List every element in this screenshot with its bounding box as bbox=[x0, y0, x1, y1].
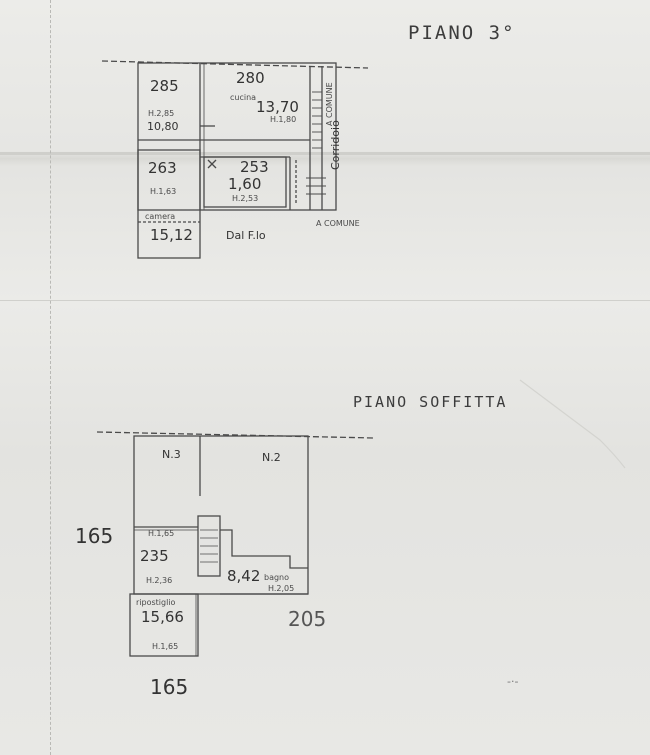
stairs-lower bbox=[306, 177, 326, 195]
room-height-note: H.2,05 bbox=[268, 584, 295, 593]
room-area-13-70: 13,70 bbox=[256, 98, 299, 116]
attic-outline bbox=[133, 435, 309, 595]
dimension-right: 205 bbox=[288, 607, 327, 631]
paper-fold-horizontal-lower bbox=[0, 300, 650, 301]
room-height-note: H.1,80 bbox=[270, 115, 297, 124]
common-area-label: A COMUNE bbox=[316, 219, 360, 228]
bathroom-label: bagno bbox=[264, 573, 290, 582]
stray-mark: -·- bbox=[507, 675, 519, 688]
paper-fold-horizontal bbox=[0, 152, 650, 155]
room-height-note: H.2,36 bbox=[146, 576, 173, 585]
dimension-left: 165 bbox=[75, 524, 114, 548]
attic-boundary-line bbox=[96, 431, 375, 439]
room-ceiling-280: 280 bbox=[236, 69, 265, 87]
storage-label: ripostiglio bbox=[136, 598, 176, 607]
room-ceiling-253: 253 bbox=[240, 158, 269, 176]
third-floor-boundary-line bbox=[101, 60, 369, 69]
camera-label: camera bbox=[145, 212, 176, 221]
common-area-label: A COMUNE bbox=[325, 82, 334, 126]
attic-stair-box bbox=[197, 515, 221, 577]
bath-room-outline bbox=[203, 156, 287, 208]
paper-crease bbox=[519, 379, 626, 469]
room-ceiling-263: 263 bbox=[148, 159, 177, 177]
room-ceiling-235: 235 bbox=[140, 547, 169, 565]
attic-room-tag-n2: N.2 bbox=[262, 451, 281, 464]
room-height-note: H.2,85 bbox=[148, 109, 175, 118]
bath-wall bbox=[220, 529, 308, 569]
storage-room-outline bbox=[129, 593, 199, 657]
room-height-note: H.1,65 bbox=[148, 529, 175, 538]
third-floor-outline bbox=[137, 62, 337, 211]
paper-fold-vertical bbox=[50, 0, 52, 755]
floor-title-third: PIANO 3° bbox=[408, 22, 516, 44]
room-area-15-66: 15,66 bbox=[141, 608, 184, 626]
room-area-15-12: 15,12 bbox=[150, 226, 193, 244]
room-area-1-60: 1,60 bbox=[228, 175, 262, 193]
room-area-10-80: 10,80 bbox=[147, 120, 179, 133]
corridor-label: Corridoio bbox=[329, 120, 342, 170]
stairs bbox=[312, 91, 322, 149]
room-height-note: H.2,53 bbox=[232, 194, 259, 203]
courtyard-label: Dal F.lo bbox=[226, 229, 266, 242]
room-height-note: H.1,65 bbox=[152, 642, 179, 651]
attic-stairs bbox=[200, 529, 218, 563]
fixture-mark bbox=[207, 159, 217, 169]
room-ceiling-285: 285 bbox=[150, 77, 179, 95]
dimension-bottom: 165 bbox=[150, 675, 189, 699]
attic-room-tag-n3: N.3 bbox=[162, 448, 181, 461]
floor-title-attic: PIANO SOFFITTA bbox=[353, 393, 508, 411]
room-area-8-42: 8,42 bbox=[227, 567, 261, 585]
room-height-note: H.1,63 bbox=[150, 187, 177, 196]
kitchen-label: cucina bbox=[230, 93, 257, 102]
